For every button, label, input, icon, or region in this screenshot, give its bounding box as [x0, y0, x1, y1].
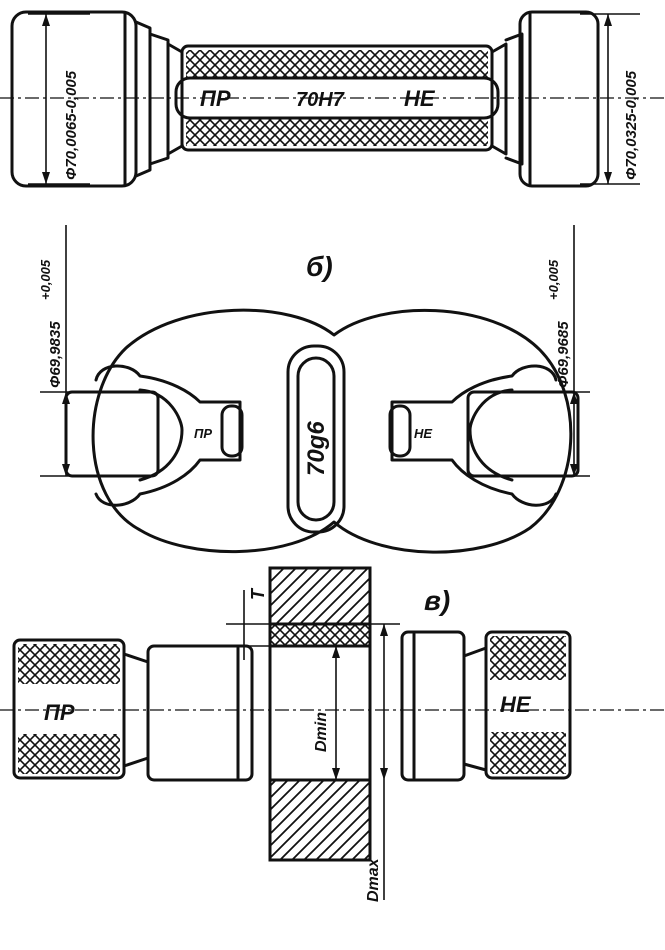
figure-c-dmax-label: Dmax	[365, 857, 382, 902]
figure-a-size-mark: 70Н7	[296, 89, 345, 111]
figure-b-nogo-mark: НЕ	[414, 426, 432, 441]
figure-c-label: в)	[424, 585, 450, 616]
figure-b-left-tolerance: +0,005	[38, 259, 53, 300]
figure-a-plug-gauge: Φ70,0065-0,005 Φ70,0325-0,005 ПР 70Н7 НЕ	[0, 10, 665, 188]
figure-b-right-diameter: Φ69,9685	[555, 321, 572, 388]
figure-a-go-mark: ПР	[200, 86, 231, 111]
figure-c-gauge-in-bore: в) ПР НЕ T	[0, 566, 665, 902]
figure-b-left-diameter: Φ69,9835	[47, 321, 64, 388]
figure-a-nogo-mark: НЕ	[404, 86, 436, 111]
figure-b-right-tolerance: +0,005	[546, 259, 561, 300]
figure-b-size-mark: 70g6	[303, 421, 330, 476]
figure-a-right-diameter: Φ70,0325-0,005	[623, 70, 640, 180]
figure-a-left-diameter: Φ70,0065-0,005	[63, 70, 80, 180]
figure-b-go-mark: ПР	[194, 426, 212, 441]
figure-b-label: б)	[306, 251, 333, 282]
figure-c-dmin-label: Dmin	[313, 712, 330, 752]
figure-c-tolerance-label: T	[248, 587, 268, 600]
figure-c-go-mark: ПР	[44, 700, 75, 725]
figure-b-snap-gauge: б) Φ69,9835 +0,005 Φ69,9685 +0,005 70g	[38, 225, 590, 554]
figure-c-nogo-mark: НЕ	[500, 692, 532, 717]
